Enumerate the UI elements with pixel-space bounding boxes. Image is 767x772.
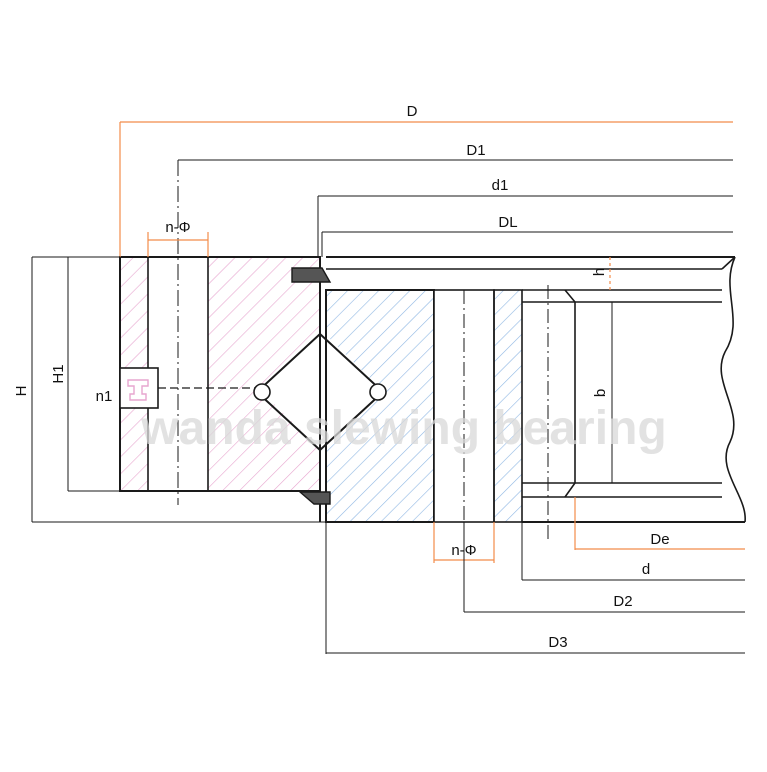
dimension-labels: D D1 d1 DL n-Φ h H H1 n1 b De d n-Φ D2 D… <box>13 103 670 651</box>
label-H: H <box>13 386 30 397</box>
label-b: b <box>592 389 609 397</box>
gear-section <box>326 256 746 580</box>
grease-nipple <box>119 367 255 409</box>
dimension-lines <box>31 121 745 654</box>
inner-ring <box>325 289 523 523</box>
label-H1: H1 <box>50 364 67 383</box>
label-d: d <box>642 561 650 578</box>
seal-top <box>291 267 332 283</box>
watermark: wanda slewing bearing <box>140 402 666 455</box>
label-n-phi-top: n-Φ <box>165 219 190 236</box>
seals <box>291 267 332 505</box>
seal-bottom <box>298 491 331 505</box>
ball-left <box>253 383 271 401</box>
label-DL: DL <box>498 214 517 231</box>
label-D2: D2 <box>613 593 632 610</box>
label-n1: n1 <box>96 388 113 405</box>
label-D: D <box>407 103 418 120</box>
label-h: h <box>591 268 608 276</box>
outer-ring <box>119 256 321 492</box>
label-d1: d1 <box>492 177 509 194</box>
raceway <box>253 257 387 522</box>
label-n-phi-bottom: n-Φ <box>451 542 476 559</box>
label-D1: D1 <box>466 142 485 159</box>
label-De: De <box>650 531 669 548</box>
ball-right <box>369 383 387 401</box>
label-D3: D3 <box>548 634 567 651</box>
